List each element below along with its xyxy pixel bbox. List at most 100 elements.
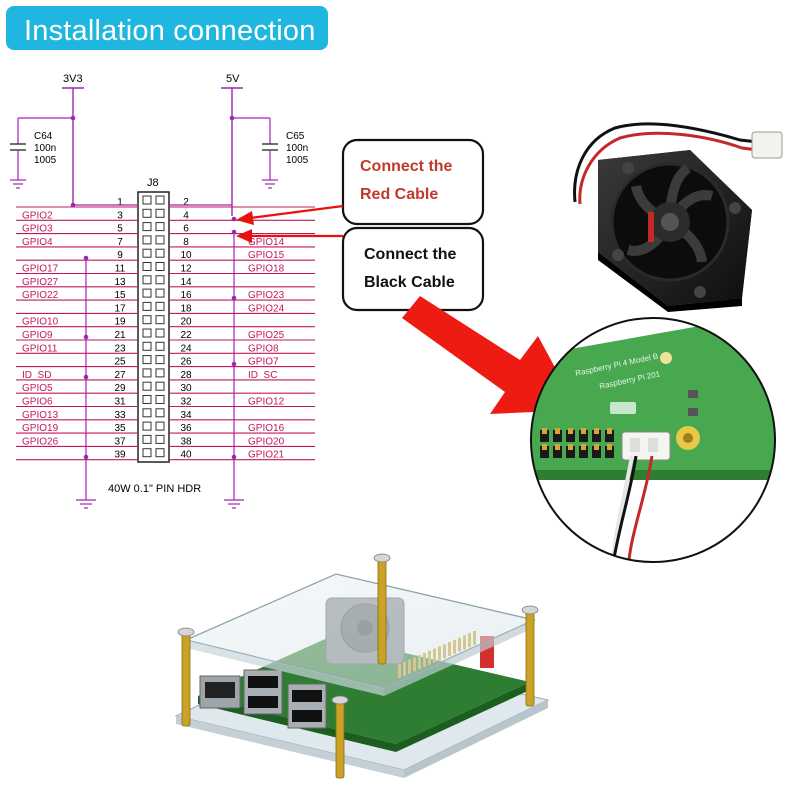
junction-dot — [231, 229, 237, 235]
left-signal-label: GPIO19 — [22, 423, 59, 434]
pin-pad — [155, 235, 165, 245]
gnd-symbol-right — [224, 499, 244, 509]
header-pin-tip — [594, 428, 599, 434]
pin-number-left: 29 — [114, 383, 126, 394]
cooling-fan-image — [573, 122, 783, 312]
right-signal-label: GPIO21 — [248, 450, 285, 461]
pin-pad — [142, 355, 152, 365]
pin-pad — [155, 195, 165, 205]
header-pin-tip — [607, 428, 612, 434]
pin-number-left: 15 — [114, 290, 126, 301]
connector-caption: 40W 0.1" PIN HDR — [108, 483, 201, 495]
pin-pad — [155, 328, 165, 338]
pin-number-right: 2 — [183, 197, 189, 208]
pin-pad — [155, 222, 165, 232]
pin-number-right: 24 — [180, 343, 192, 354]
pin-number-left: 27 — [114, 370, 126, 381]
pin-pad — [142, 235, 152, 245]
header-pin — [605, 446, 614, 458]
page-title: Installation connection — [24, 15, 316, 47]
zoomed-gpio-header-image: Raspberry Pi 4 Model B Raspberry Pi 201 — [530, 317, 776, 563]
pin-pad — [142, 341, 152, 351]
pin-pad — [142, 381, 152, 391]
pin-pad — [142, 275, 152, 285]
pin-pad — [142, 434, 152, 444]
acrylic-case-image — [174, 553, 550, 779]
pin-number-right: 12 — [180, 264, 192, 275]
left-signal-label: GPIO26 — [22, 436, 59, 447]
right-signal-label: GPIO20 — [248, 436, 285, 447]
pin-pad — [155, 208, 165, 218]
cap-c65-value: 100n — [286, 143, 308, 154]
header-pin-tip — [542, 428, 547, 434]
pin-number-left: 1 — [117, 197, 123, 208]
junction-dot — [83, 334, 89, 340]
connector-j8-body — [137, 191, 170, 463]
pin-number-left: 11 — [115, 264, 126, 275]
header-pin-tip — [568, 428, 573, 434]
junction-dot — [83, 454, 89, 460]
right-signal-label: GPIO18 — [248, 264, 285, 275]
pin-number-left: 23 — [114, 343, 126, 354]
header-pin-tip — [542, 444, 547, 450]
header-pin — [592, 430, 601, 442]
left-signal-label: GPIO3 — [22, 224, 53, 235]
pin-number-right: 30 — [180, 383, 192, 394]
rail-5v: 5V C65 100n 1005 — [221, 73, 309, 216]
cap-c65-size: 1005 — [286, 155, 309, 166]
left-signal-label: GPIO6 — [22, 397, 53, 408]
large-red-arrow — [402, 296, 578, 414]
cap-c64-name: C64 — [34, 131, 53, 142]
right-signal-label: GPIO8 — [248, 343, 279, 354]
pin-number-left: 31 — [114, 397, 126, 408]
pin-number-right: 8 — [183, 237, 189, 248]
pin-pad — [155, 341, 165, 351]
pin-pad — [155, 408, 165, 418]
header-pin — [540, 446, 549, 458]
pin-number-right: 22 — [180, 330, 192, 341]
pin-pad — [142, 395, 152, 404]
left-signal-label: GPIO5 — [22, 383, 53, 394]
cap-c64-value: 100n — [34, 143, 56, 154]
pin-number-left: 25 — [114, 357, 126, 368]
pin-pad — [155, 448, 165, 458]
header-pin — [579, 430, 588, 442]
left-signal-label: GPIO17 — [22, 264, 59, 275]
header-pin — [553, 430, 562, 442]
header-pin-tip — [607, 444, 612, 450]
pin-number-right: 26 — [180, 357, 192, 368]
pin-pad — [142, 328, 152, 338]
rail-5v-label: 5V — [226, 73, 240, 85]
pin-number-right: 18 — [180, 303, 192, 314]
pin-number-right: 38 — [180, 436, 192, 447]
pin-pad — [142, 368, 152, 378]
pin-pad — [142, 288, 152, 298]
left-signal-label: GPIO2 — [22, 210, 53, 221]
callout-red-line2: Red Cable — [360, 186, 438, 203]
pin-pad — [155, 315, 165, 325]
left-signal-label: GPIO22 — [22, 290, 59, 301]
callout-black-line1: Connect the — [364, 246, 457, 263]
pin-number-left: 5 — [117, 224, 123, 235]
connector-j8-label: J8 — [147, 177, 159, 189]
pin-pad — [155, 421, 165, 431]
pin-pad — [155, 395, 165, 404]
right-signal-label: GPIO15 — [248, 250, 285, 261]
pin-pad — [155, 301, 165, 311]
pin-pad — [155, 368, 165, 378]
header-pin — [540, 430, 549, 442]
header-pin-tip — [594, 444, 599, 450]
right-signal-label: GPIO12 — [248, 397, 285, 408]
left-signal-label: ID_SD — [22, 370, 51, 381]
pin-number-right: 40 — [180, 450, 192, 461]
callout-red-line1: Connect the — [360, 158, 453, 175]
pin-number-left: 33 — [114, 410, 126, 421]
pin-number-left: 21 — [114, 330, 126, 341]
pin-pad — [142, 222, 152, 232]
header-pin-tip — [581, 444, 586, 450]
pin-pad — [142, 448, 152, 458]
pin-number-left: 7 — [117, 237, 123, 248]
pin-number-right: 14 — [180, 277, 192, 288]
header-pin — [566, 430, 575, 442]
